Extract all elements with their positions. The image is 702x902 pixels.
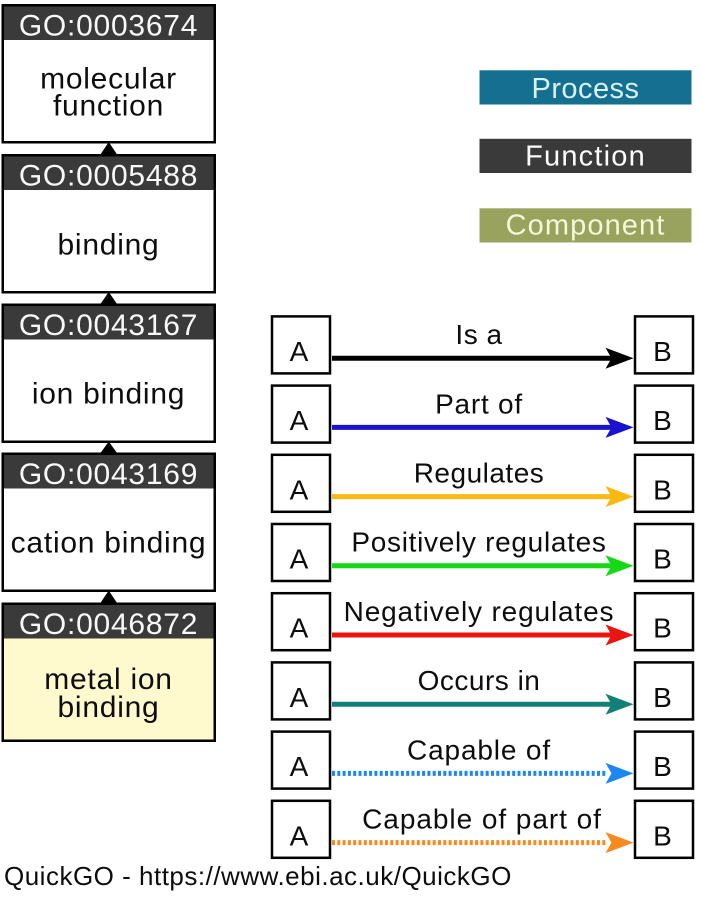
svg-text:B: B xyxy=(653,544,672,575)
svg-text:Is a: Is a xyxy=(455,319,502,350)
svg-text:Capable of: Capable of xyxy=(407,734,551,765)
svg-text:GO:0005488: GO:0005488 xyxy=(19,160,198,193)
svg-text:function: function xyxy=(53,90,164,123)
svg-text:Part of: Part of xyxy=(435,388,523,419)
svg-text:A: A xyxy=(290,336,309,367)
svg-text:B: B xyxy=(653,613,672,644)
svg-text:A: A xyxy=(290,682,309,713)
svg-text:ion binding: ion binding xyxy=(32,377,185,410)
svg-text:GO:0003674: GO:0003674 xyxy=(19,10,198,43)
svg-text:B: B xyxy=(653,336,672,367)
svg-text:cation binding: cation binding xyxy=(11,527,207,560)
svg-text:molecular: molecular xyxy=(40,63,177,96)
svg-text:B: B xyxy=(653,405,672,436)
svg-text:A: A xyxy=(290,544,309,575)
svg-text:B: B xyxy=(653,474,672,505)
svg-text:B: B xyxy=(653,682,672,713)
svg-text:QuickGO - https://www.ebi.ac.u: QuickGO - https://www.ebi.ac.uk/QuickGO xyxy=(4,861,512,891)
svg-text:A: A xyxy=(290,474,309,505)
svg-text:A: A xyxy=(290,820,309,851)
svg-text:B: B xyxy=(653,751,672,782)
svg-text:Component: Component xyxy=(506,209,666,241)
svg-text:Regulates: Regulates xyxy=(414,458,545,489)
svg-text:Positively regulates: Positively regulates xyxy=(351,527,606,558)
svg-text:Capable of part of: Capable of part of xyxy=(362,804,602,835)
svg-text:Occurs in: Occurs in xyxy=(418,665,541,696)
svg-text:metal ion: metal ion xyxy=(44,663,172,696)
svg-text:GO:0043169: GO:0043169 xyxy=(19,458,198,491)
svg-text:GO:0043167: GO:0043167 xyxy=(19,309,198,342)
svg-text:B: B xyxy=(653,820,672,851)
svg-text:A: A xyxy=(290,613,309,644)
svg-text:GO:0046872: GO:0046872 xyxy=(19,608,198,641)
svg-text:Process: Process xyxy=(532,73,640,105)
svg-text:A: A xyxy=(290,405,309,436)
svg-text:A: A xyxy=(290,751,309,782)
svg-text:binding: binding xyxy=(57,228,159,261)
svg-text:binding: binding xyxy=(57,691,159,724)
svg-text:Negatively regulates: Negatively regulates xyxy=(344,596,615,627)
svg-text:Function: Function xyxy=(525,141,646,173)
